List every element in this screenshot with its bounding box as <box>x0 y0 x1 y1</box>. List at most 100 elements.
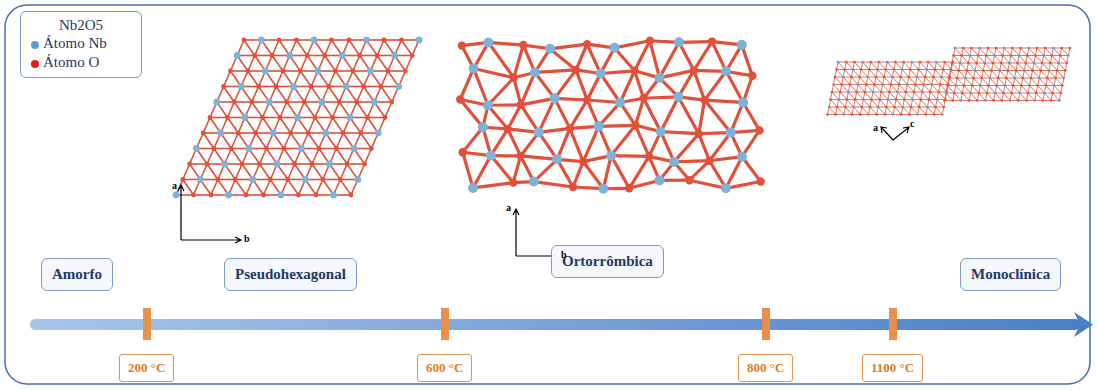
atom <box>966 69 969 72</box>
atom <box>1043 92 1046 95</box>
atom <box>846 98 849 101</box>
nb-atom <box>530 67 540 77</box>
bond <box>246 194 264 196</box>
o-atom <box>180 177 185 182</box>
bond <box>983 71 990 79</box>
bond <box>276 71 283 87</box>
bond <box>985 63 992 71</box>
bond <box>1024 71 1031 79</box>
o-atom <box>685 176 693 184</box>
atom <box>868 68 871 71</box>
nb-atom <box>534 127 544 137</box>
bond <box>661 97 679 132</box>
bond <box>936 107 943 115</box>
bond <box>315 117 333 119</box>
atom <box>853 61 856 64</box>
o-atom <box>756 177 764 185</box>
nb-atom <box>262 68 269 75</box>
bond <box>876 77 883 85</box>
atom <box>985 54 988 57</box>
nb-atom <box>656 127 666 137</box>
atom <box>990 69 993 72</box>
bond <box>183 164 190 180</box>
bond <box>242 163 260 165</box>
atom <box>951 62 954 65</box>
atom <box>1001 54 1004 57</box>
bond <box>1008 71 1015 79</box>
bond <box>316 180 323 196</box>
bond <box>1056 78 1063 86</box>
bond <box>361 133 372 149</box>
o-atom <box>572 66 580 74</box>
atom <box>1039 69 1042 72</box>
bond <box>583 162 603 189</box>
nb-atom <box>469 64 479 74</box>
o-atom <box>509 178 517 186</box>
bond <box>726 71 743 102</box>
bond <box>357 87 364 103</box>
o-atom <box>257 162 262 167</box>
bond <box>863 100 870 108</box>
atom <box>845 61 848 64</box>
bond <box>539 98 555 132</box>
o-atom <box>205 162 210 167</box>
nb-atom <box>258 37 265 44</box>
atom <box>925 113 928 116</box>
bond <box>340 180 351 196</box>
bond <box>336 149 347 165</box>
atom <box>919 61 922 64</box>
temperature-label: 1100 °C <box>871 360 914 376</box>
legend-entry: Átomo O <box>31 53 131 72</box>
bond <box>550 49 576 70</box>
bond <box>1039 78 1046 86</box>
bond <box>297 40 308 56</box>
bond <box>1041 71 1048 79</box>
bond <box>895 107 902 115</box>
atom <box>1019 92 1022 95</box>
bond <box>194 194 212 196</box>
bond <box>388 70 406 72</box>
atom <box>993 54 996 57</box>
atom <box>1003 47 1006 50</box>
o-atom <box>748 72 756 80</box>
bond <box>570 128 583 161</box>
o-atom <box>317 146 322 151</box>
bond <box>979 93 986 101</box>
bond <box>259 86 277 88</box>
o-atom <box>510 73 518 81</box>
atom <box>954 84 957 87</box>
bond <box>255 55 273 57</box>
bond <box>521 72 535 104</box>
bond <box>276 87 287 103</box>
bond <box>1006 78 1013 86</box>
atom <box>1022 77 1025 80</box>
bond <box>1046 86 1053 94</box>
o-atom <box>246 69 251 74</box>
nb-atom <box>197 176 204 183</box>
bond <box>705 71 726 100</box>
atom <box>1028 84 1031 87</box>
bond <box>996 48 1003 56</box>
bond <box>920 62 927 70</box>
bond <box>1005 86 1012 94</box>
atom <box>829 98 832 101</box>
atom <box>1000 62 1003 65</box>
nb-atom <box>347 114 354 121</box>
o-atom <box>253 131 258 136</box>
bond <box>230 70 248 72</box>
atom <box>1025 62 1028 65</box>
bond <box>954 56 961 64</box>
bond <box>674 161 709 162</box>
atom <box>932 76 935 79</box>
atom <box>976 99 979 102</box>
nb-atom <box>552 154 562 164</box>
atom <box>858 76 861 79</box>
atom <box>857 83 860 86</box>
bond <box>971 48 978 56</box>
nb-atom <box>737 40 747 50</box>
o-atom <box>326 84 331 89</box>
o-atom <box>357 53 362 58</box>
bond <box>945 62 952 70</box>
bond <box>834 85 841 93</box>
legend-swatch <box>31 60 39 68</box>
